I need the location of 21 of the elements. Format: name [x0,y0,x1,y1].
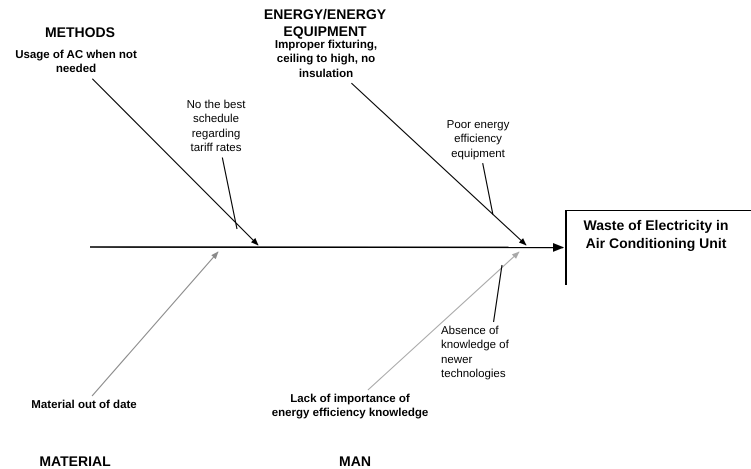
arrow [92,78,259,246]
branch-line [222,157,238,230]
category-heading: MAN [338,453,372,469]
cause-text: Material out of date [6,398,162,412]
cause-text: Poor energy efficiency equipment [432,118,524,162]
effect-box [565,210,751,285]
cause-text: Usage of AC when not needed [6,48,146,77]
arrow [368,251,520,390]
branch-line [493,264,503,322]
arrow [90,242,564,252]
cause-text: No the best schedule regarding tariff rates [180,98,252,156]
cause-text: Lack of importance of energy efficiency knowledge [270,392,430,421]
branch-line [482,163,494,216]
category-heading: METHODS [44,24,116,41]
cause-text: Absence of knowledge of newer technologies [441,324,537,382]
arrow [92,251,218,396]
category-heading: ENERGY/ENERGY EQUIPMENT [262,6,388,40]
effect-text: Waste of Electricity in Air Conditioning Unit [582,217,730,252]
arrow [351,82,527,246]
category-heading: MATERIAL [38,453,112,469]
cause-text: Improper fixturing, ceiling to high, no insulation [258,38,394,82]
